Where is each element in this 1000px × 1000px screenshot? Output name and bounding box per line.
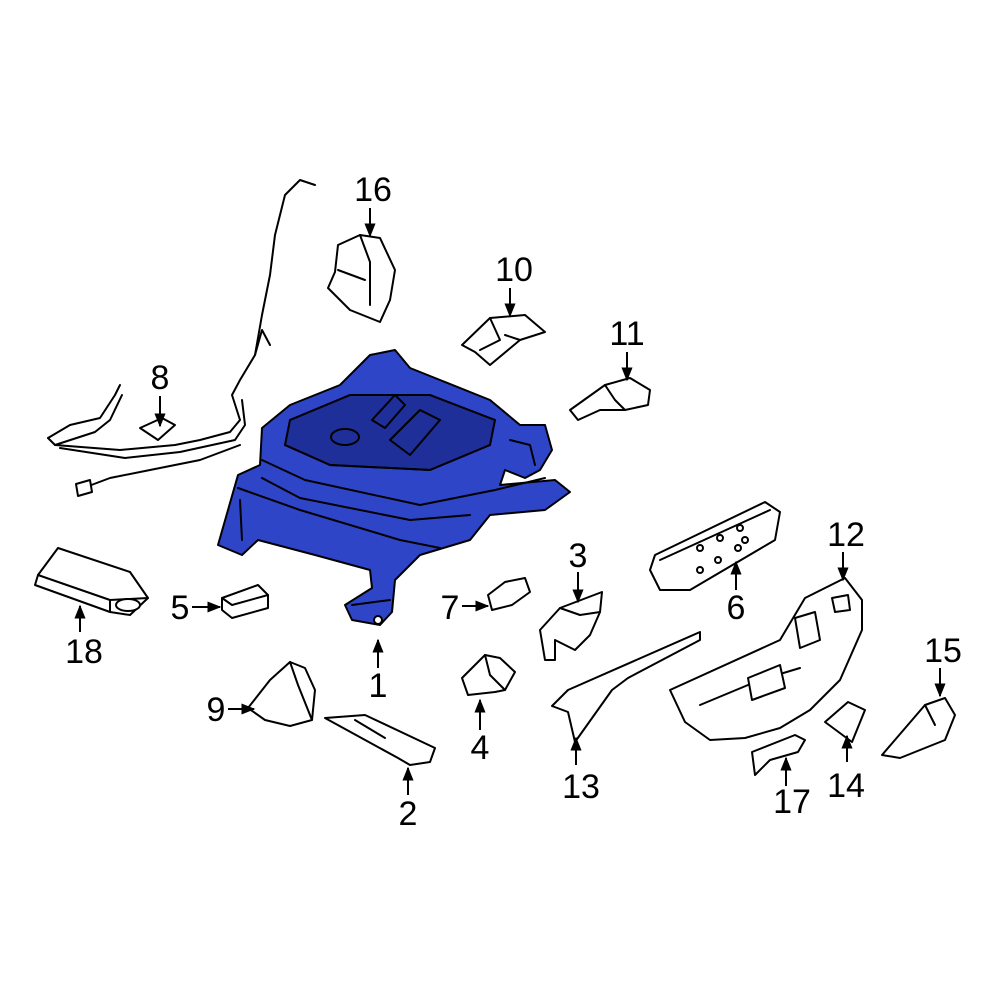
callout-4: 4	[471, 729, 490, 767]
part-6-switch-assembly[interactable]	[649, 501, 781, 591]
callout-5: 5	[171, 589, 190, 627]
callout-9: 9	[207, 691, 226, 729]
callout-15: 15	[924, 632, 962, 670]
callout-18: 18	[65, 633, 103, 671]
callout-2: 2	[399, 795, 418, 833]
part-14-cap[interactable]	[824, 701, 866, 743]
callout-14: 14	[827, 767, 865, 805]
callout-labels: 1 2 3 4 5 6 7 8 9 10 11 12 13 14 15 16 1…	[65, 171, 962, 833]
part-2-trim-strip[interactable]	[324, 714, 436, 766]
callout-16: 16	[354, 171, 392, 209]
part-18-control-module[interactable]	[34, 547, 149, 616]
part-11-trim-cover[interactable]	[569, 377, 651, 421]
callout-8: 8	[151, 359, 170, 397]
callout-7: 7	[441, 589, 460, 627]
callout-10: 10	[495, 251, 533, 289]
callout-13: 13	[562, 768, 600, 806]
part-10-bracket[interactable]	[461, 314, 546, 366]
part-9-cover[interactable]	[247, 661, 316, 727]
part-17-clip[interactable]	[751, 734, 806, 776]
part-4-motor[interactable]	[461, 654, 516, 696]
callout-3: 3	[569, 537, 588, 575]
callout-6: 6	[727, 589, 746, 627]
part-12-side-shield[interactable]	[669, 577, 863, 741]
callout-17: 17	[773, 783, 811, 821]
callout-12: 12	[827, 516, 865, 554]
part-1-seat-adjuster-frame[interactable]	[217, 349, 571, 626]
part-5-pad[interactable]	[221, 584, 269, 619]
part-7-cap[interactable]	[487, 577, 531, 611]
part-3-bracket[interactable]	[539, 591, 603, 661]
part-15-trim[interactable]	[881, 697, 956, 759]
part-13-side-trim[interactable]	[551, 631, 701, 743]
part-16-cover[interactable]	[327, 234, 396, 323]
callout-1: 1	[369, 667, 388, 705]
part-8-wire-harness[interactable]	[47, 179, 316, 497]
callout-arrows	[74, 208, 946, 795]
callout-11: 11	[609, 315, 644, 353]
